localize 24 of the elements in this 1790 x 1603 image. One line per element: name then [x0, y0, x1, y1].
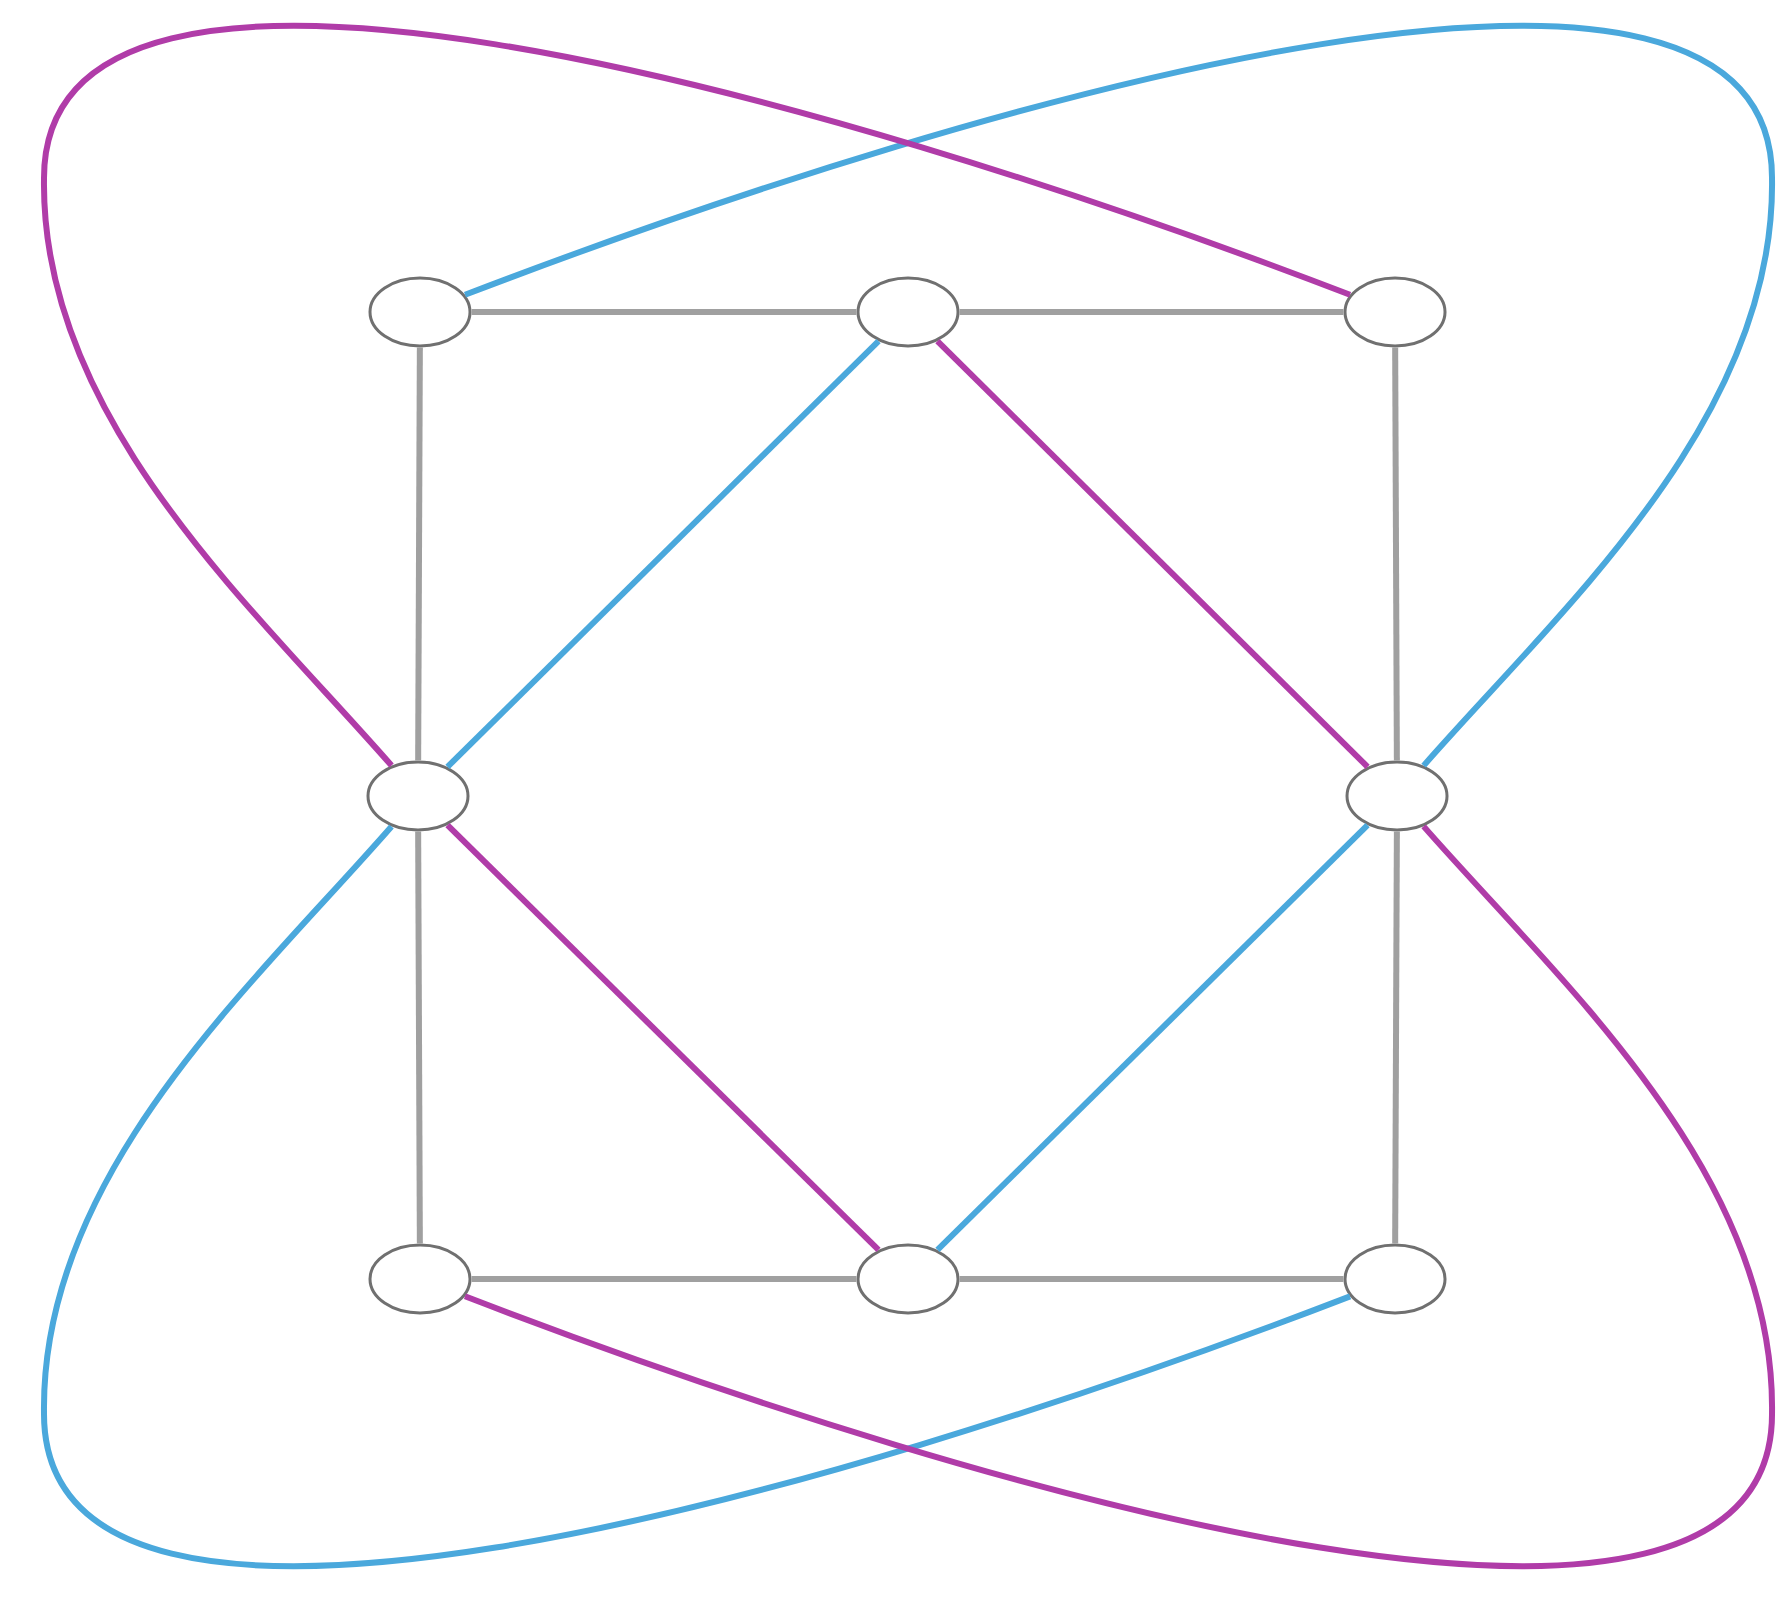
- connector-line: [1392, 347, 1400, 761]
- node-ellipse: [856, 276, 960, 348]
- node-ellipse: [1345, 760, 1449, 832]
- node-ellipse: [368, 1243, 472, 1315]
- connector-line: [463, 824, 1775, 1569]
- node-ellipse: [856, 1243, 960, 1315]
- connector-line: [445, 822, 881, 1253]
- connector-line: [1392, 831, 1400, 1244]
- connector-line: [464, 23, 1775, 768]
- connector-line: [471, 309, 857, 315]
- connector-line: [41, 824, 1352, 1569]
- connector-line: [959, 1276, 1344, 1282]
- connector-line: [959, 309, 1344, 315]
- connector-line: [471, 1276, 857, 1282]
- connector-line: [415, 347, 423, 761]
- node-ellipse: [366, 760, 470, 832]
- connector-line: [445, 338, 881, 770]
- connector-line: [935, 823, 1370, 1253]
- connector-line: [935, 339, 1370, 769]
- node-ellipse: [1343, 1243, 1447, 1315]
- node-ellipse: [1343, 276, 1447, 348]
- node-ellipse: [368, 276, 472, 348]
- connector-line: [415, 831, 423, 1244]
- connector-line: [41, 23, 1352, 768]
